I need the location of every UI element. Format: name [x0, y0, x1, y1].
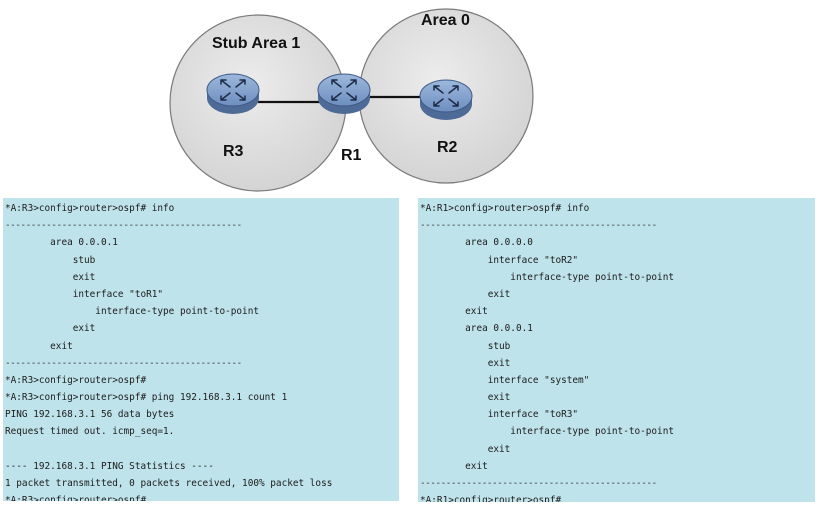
router-icon-r3 [206, 73, 260, 115]
console-line: exit [5, 323, 96, 335]
console-line: exit [420, 288, 511, 300]
console-line: *A:R3>config>router>ospf# info [5, 203, 175, 214]
console-line: stub [420, 340, 511, 352]
console-separator: ----------------------------------------… [5, 357, 242, 369]
router-label-r2: R2 [437, 139, 458, 156]
console-line: exit [420, 460, 488, 472]
console-output-r1: *A:R1>config>router>ospf# info ---------… [418, 198, 815, 502]
console-line [5, 441, 399, 458]
console-line: interface "toR1" [5, 288, 164, 300]
console-line: interface-type point-to-point [420, 426, 674, 438]
console-line: interface "toR3" [420, 409, 579, 421]
console-line: exit [420, 357, 511, 369]
console-line: Request timed out. icmp_seq=1. [5, 426, 175, 438]
console-separator: ----------------------------------------… [5, 220, 242, 232]
area-label-area-0: Area 0 [421, 12, 470, 29]
router-label-r1: R1 [341, 147, 362, 164]
console-line: exit [420, 306, 488, 318]
console-line: interface "toR2" [420, 254, 579, 266]
console-line: stub [5, 254, 96, 266]
router-icon-r1 [317, 73, 371, 115]
area-label-stub-area-1: Stub Area 1 [212, 35, 300, 52]
console-line: ---- 192.168.3.1 PING Statistics ---- [5, 460, 214, 472]
console-line: interface-type point-to-point [420, 271, 674, 283]
console-separator: ----------------------------------------… [420, 478, 657, 489]
console-line: *A:R1>config>router>ospf# info [420, 203, 590, 214]
console-line: 1 packet transmitted, 0 packets received… [5, 478, 333, 489]
console-output-r3: *A:R3>config>router>ospf# info ---------… [3, 198, 399, 501]
console-line: *A:R3>config>router>ospf# [5, 374, 147, 386]
console-line: area 0.0.0.1 [420, 323, 533, 335]
console-line: interface-type point-to-point [5, 306, 259, 318]
console-line: *A:R1>config>router>ospf# [420, 495, 562, 502]
console-line: interface "system" [420, 374, 590, 386]
console-line: exit [420, 392, 511, 404]
router-label-r3: R3 [223, 143, 244, 160]
router-icon-r2 [419, 79, 473, 121]
console-line: exit [5, 271, 96, 283]
console-line: area 0.0.0.1 [5, 237, 118, 249]
console-line: exit [5, 340, 73, 352]
console-line: *A:R3>config>router>ospf# ping 192.168.3… [5, 392, 288, 404]
console-separator: ----------------------------------------… [420, 220, 657, 232]
console-line: area 0.0.0.0 [420, 237, 533, 249]
ospf-topology-diagram: Stub Area 1 Area 0 R3 R1 R2 [169, 8, 534, 192]
console-line: exit [420, 443, 511, 455]
console-line: *A:R3>config>router>ospf# [5, 495, 147, 501]
console-line: PING 192.168.3.1 56 data bytes [5, 409, 175, 421]
